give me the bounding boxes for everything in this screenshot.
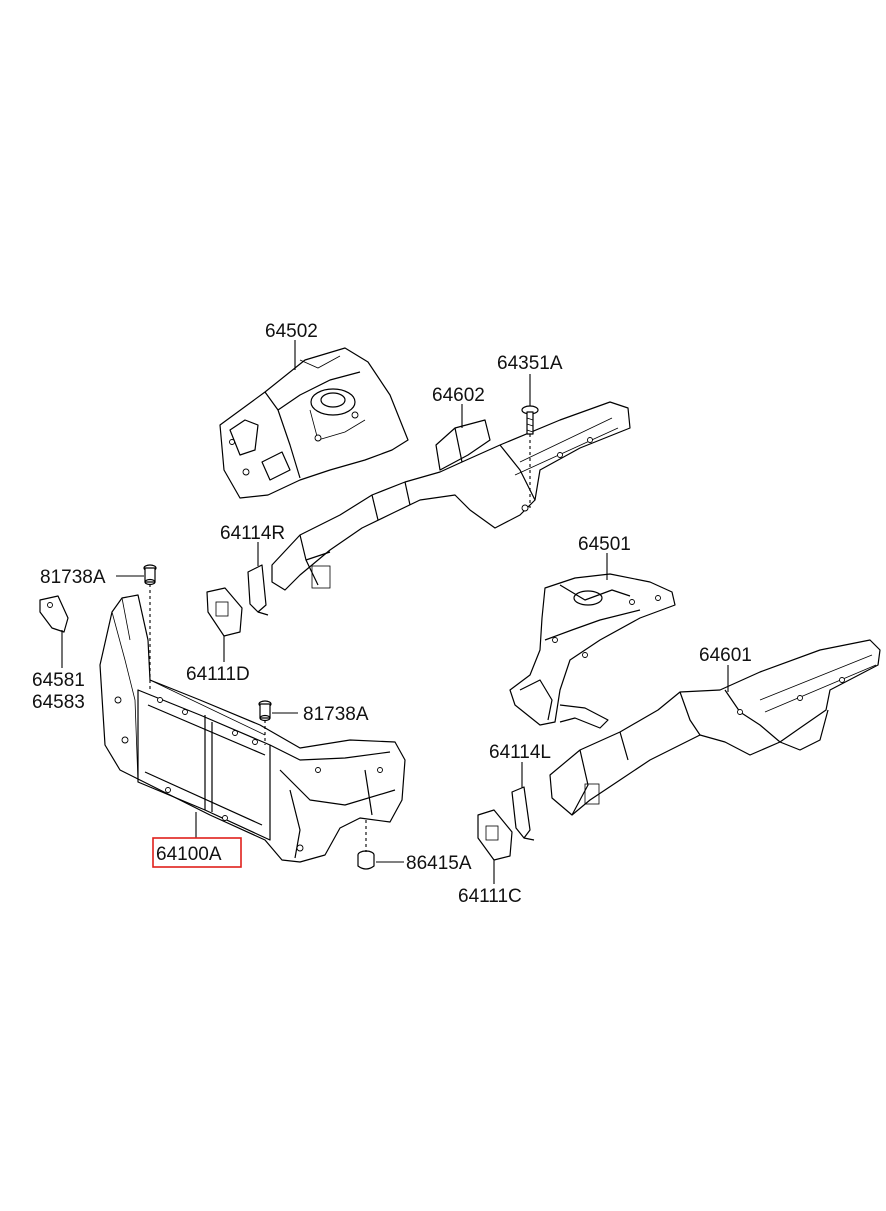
part-86415a-drawing xyxy=(357,850,375,870)
label-81738a-top[interactable]: 81738A xyxy=(40,567,106,588)
part-64111c-drawing xyxy=(477,809,513,861)
label-64501[interactable]: 64501 xyxy=(578,534,631,555)
label-64111d[interactable]: 64111D xyxy=(186,664,250,685)
label-64351a[interactable]: 64351A xyxy=(497,353,563,374)
label-64114r[interactable]: 64114R xyxy=(220,523,285,544)
part-81738a-mid-drawing xyxy=(258,700,272,722)
highlight-box-64100a xyxy=(152,837,242,868)
label-64114l[interactable]: 64114L xyxy=(489,742,551,763)
part-81738a-top-drawing xyxy=(143,564,157,586)
part-64602-drawing xyxy=(271,401,631,591)
label-86415a[interactable]: 86415A xyxy=(406,853,472,874)
part-64114l-drawing xyxy=(511,786,535,841)
label-64111c[interactable]: 64111C xyxy=(458,886,522,907)
label-64502[interactable]: 64502 xyxy=(265,321,318,342)
label-64602[interactable]: 64602 xyxy=(432,385,485,406)
part-64114r-drawing xyxy=(247,564,269,616)
part-64601-drawing xyxy=(549,639,881,816)
label-64581[interactable]: 64581 xyxy=(32,670,85,691)
part-64111d-drawing xyxy=(206,587,243,637)
label-64100a[interactable]: 64100A xyxy=(156,844,222,865)
label-64601[interactable]: 64601 xyxy=(699,645,752,666)
leader-lines xyxy=(61,340,729,884)
part-64501-drawing xyxy=(509,573,676,729)
part-64100a-drawing xyxy=(99,594,406,863)
label-64583[interactable]: 64583 xyxy=(32,692,85,713)
label-81738a-mid[interactable]: 81738A xyxy=(303,704,369,725)
part-64502-drawing xyxy=(219,347,409,499)
part-64581-drawing xyxy=(39,595,69,633)
part-64351a-drawing xyxy=(521,405,539,435)
part-labels: 64502 64351A 64602 64114R 64501 81738A 6… xyxy=(32,321,752,907)
